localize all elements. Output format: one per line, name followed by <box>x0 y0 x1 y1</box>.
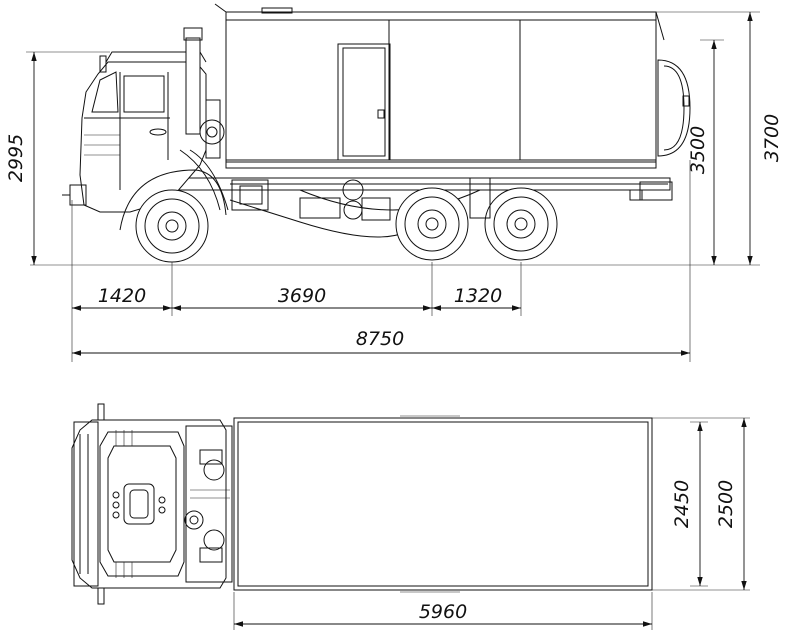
label-front-overhang: 1420 <box>98 285 146 307</box>
label-bogie-spacing: 1320 <box>454 285 502 307</box>
label-overall-length: 8750 <box>356 328 404 350</box>
top-view <box>71 403 653 605</box>
cargo-body-top <box>233 415 653 593</box>
cab <box>62 51 207 213</box>
bogie-bracket <box>469 177 491 219</box>
cab-front-top <box>73 421 99 587</box>
label-body-width-inner: 2450 <box>671 480 693 528</box>
side-mirror <box>99 55 107 73</box>
front-wheel <box>119 169 227 263</box>
label-height-cab: 2995 <box>5 134 27 182</box>
top-view-dimensions: 5960 2450 2500 <box>233 417 750 630</box>
engine-compartment-top <box>184 425 233 583</box>
exhaust-pipe <box>183 27 221 159</box>
engine-components <box>179 119 229 211</box>
rear-wheel-1 <box>395 187 469 261</box>
label-wheelbase: 3690 <box>278 285 326 307</box>
label-height-body: 3500 <box>687 126 709 174</box>
mirror-right <box>97 587 105 605</box>
rear-wheel-2 <box>484 187 558 261</box>
label-height-overall: 3700 <box>761 114 783 162</box>
label-body-width-outer: 2500 <box>715 480 737 528</box>
mirror-left <box>97 403 105 421</box>
side-view <box>30 3 691 266</box>
side-view-dimensions: 1420 3690 1320 8750 2995 3500 3700 <box>5 11 783 362</box>
roof-hatch <box>123 483 155 525</box>
spare-wheel <box>657 59 691 157</box>
cab-side-window <box>123 75 165 113</box>
cab-windshield <box>91 71 119 113</box>
label-body-length: 5960 <box>419 601 467 623</box>
cargo-body <box>214 3 665 169</box>
cab-top <box>71 403 227 605</box>
